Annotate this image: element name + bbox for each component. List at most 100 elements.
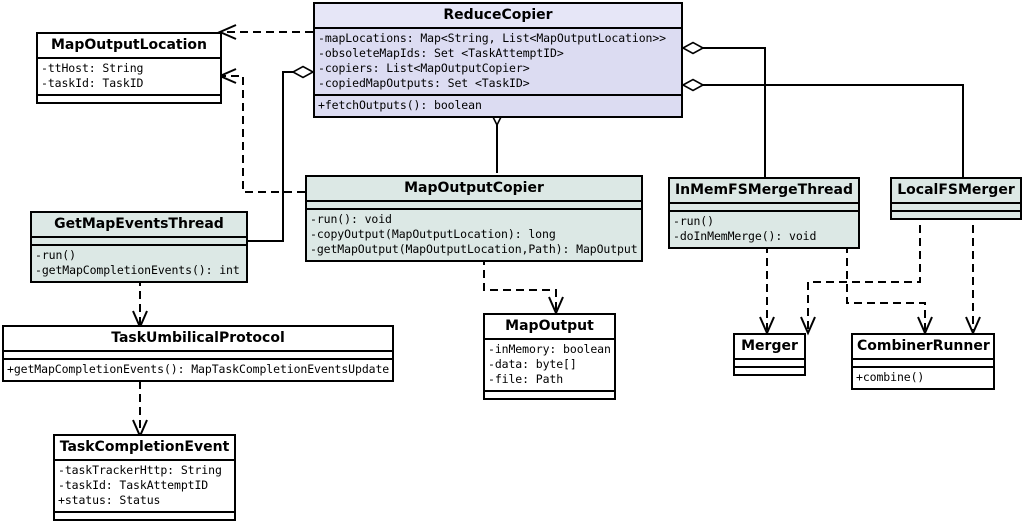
divider (32, 236, 246, 238)
arrowhead-combinerrunner-right (965, 316, 981, 336)
attribute-row: -taskId: TaskAttemptID (58, 478, 209, 492)
class-title-combinerrunner: CombinerRunner (853, 335, 993, 358)
method-row: -doInMemMerge(): void (673, 229, 817, 243)
attribute-row: +status: Status (58, 493, 161, 507)
class-methods-combinerrunner: +combine() (853, 368, 993, 388)
class-box-combinerrunner[interactable]: CombinerRunner +combine() (851, 333, 995, 390)
divider (38, 94, 220, 96)
divider (670, 210, 858, 212)
method-row: -run() (673, 214, 714, 228)
class-attributes-getmapeventsthread (32, 238, 246, 244)
attribute-row: -taskTrackerHttp: String (58, 463, 222, 477)
class-box-mapoutputlocation[interactable]: MapOutputLocation -ttHost: String -taskI… (36, 32, 222, 104)
divider (485, 390, 614, 392)
divider (670, 202, 858, 204)
attribute-row: -taskId: TaskID (41, 76, 144, 90)
method-row: +fetchOutputs(): boolean (318, 98, 482, 112)
class-attributes-mapoutputcopier (307, 202, 641, 208)
class-box-mapoutput[interactable]: MapOutput -inMemory: boolean -data: byte… (483, 313, 616, 400)
class-title-mapoutputcopier: MapOutputCopier (307, 177, 641, 200)
class-attributes-taskumbilicalprotocol (4, 352, 392, 358)
dependency-mapoutputcopier-mapoutputlocation (222, 75, 305, 193)
aggregation-reducecopier-localfsmerger (683, 84, 964, 177)
divider (4, 350, 392, 352)
arrowhead-merger-right (800, 316, 816, 336)
class-box-taskumbilicalprotocol[interactable]: TaskUmbilicalProtocol +getMapCompletionE… (2, 325, 394, 382)
class-methods-inmemfsmergethread: -run() -doInMemMerge(): void (670, 212, 858, 247)
arrowhead-mapoutputlocation-bottom (217, 68, 237, 84)
class-methods-taskcompletionevent (55, 513, 234, 519)
class-attributes-reducecopier: -mapLocations: Map<String, List<MapOutpu… (315, 29, 681, 94)
class-title-getmapeventsthread: GetMapEventsThread (32, 213, 246, 236)
class-title-taskcompletionevent: TaskCompletionEvent (55, 436, 234, 459)
class-box-localfsmerger[interactable]: LocalFSMerger (890, 177, 1022, 220)
class-methods-mapoutputcopier: -run(): void -copyOutput(MapOutputLocati… (307, 210, 641, 260)
attribute-row: -copiers: List<MapOutputCopier> (318, 61, 530, 75)
class-attributes-mapoutputlocation: -ttHost: String -taskId: TaskID (38, 59, 220, 94)
class-methods-taskumbilicalprotocol: +getMapCompletionEvents(): MapTaskComple… (4, 360, 392, 380)
class-methods-mapoutput (485, 392, 614, 398)
class-methods-merger (735, 368, 804, 374)
class-title-localfsmerger: LocalFSMerger (892, 179, 1020, 202)
divider (55, 511, 234, 513)
divider (315, 27, 681, 29)
divider (853, 358, 993, 360)
class-attributes-combinerrunner (853, 360, 993, 366)
divider (735, 358, 804, 360)
divider (892, 202, 1020, 204)
attribute-row: -mapLocations: Map<String, List<MapOutpu… (318, 31, 667, 45)
arrowhead-combinerrunner-left (917, 316, 933, 336)
class-box-taskcompletionevent[interactable]: TaskCompletionEvent -taskTrackerHttp: St… (53, 434, 236, 521)
class-box-reducecopier[interactable]: ReduceCopier -mapLocations: Map<String, … (313, 2, 683, 118)
attribute-row: -obsoleteMapIds: Set <TaskAttemptID> (318, 46, 564, 60)
class-attributes-taskcompletionevent: -taskTrackerHttp: String -taskId: TaskAt… (55, 461, 234, 511)
class-methods-getmapeventsthread: -run() -getMapCompletionEvents(): int (32, 246, 246, 281)
class-box-merger[interactable]: Merger (733, 333, 806, 376)
class-attributes-inmemfsmergethread (670, 204, 858, 210)
divider (315, 94, 681, 96)
class-attributes-mapoutput: -inMemory: boolean -data: byte[] -file: … (485, 340, 614, 390)
class-box-mapoutputcopier[interactable]: MapOutputCopier -run(): void -copyOutput… (305, 175, 643, 262)
attribute-row: -file: Path (488, 372, 564, 386)
divider (853, 366, 993, 368)
method-row: +combine() (856, 370, 925, 384)
method-row: -getMapCompletionEvents(): int (35, 263, 240, 277)
method-row: -run() (35, 248, 76, 262)
class-title-mapoutput: MapOutput (485, 315, 614, 338)
class-title-mapoutputlocation: MapOutputLocation (38, 34, 220, 57)
class-box-getmapeventsthread[interactable]: GetMapEventsThread -run() -getMapComplet… (30, 211, 248, 283)
attribute-row: -copiedMapOutputs: Set <TaskID> (318, 76, 530, 90)
divider (892, 210, 1020, 212)
divider (38, 57, 220, 59)
divider (735, 366, 804, 368)
class-methods-reducecopier: +fetchOutputs(): boolean (315, 96, 681, 116)
arrowhead-mapoutput (548, 296, 564, 316)
aggregation-diamond-inmemfsmergethread (681, 41, 705, 55)
arrowhead-merger-left (759, 316, 775, 336)
class-attributes-localfsmerger (892, 204, 1020, 210)
divider (4, 358, 392, 360)
aggregation-reducecopier-getmapeventsthread (248, 71, 313, 242)
class-title-reducecopier: ReduceCopier (315, 4, 681, 27)
class-methods-localfsmerger (892, 212, 1020, 218)
dependency-inmemfsmergethread-combinerrunner (846, 245, 926, 330)
class-title-taskumbilicalprotocol: TaskUmbilicalProtocol (4, 327, 392, 350)
class-title-inmemfsmergethread: InMemFSMergeThread (670, 179, 858, 202)
method-row: -getMapOutput(MapOutputLocation,Path): M… (310, 242, 638, 256)
divider (32, 244, 246, 246)
arrowhead-mapoutputlocation-top (217, 24, 237, 40)
class-title-merger: Merger (735, 335, 804, 358)
aggregation-diamond-getmapeventsthread (291, 65, 315, 79)
attribute-row: -ttHost: String (41, 61, 144, 75)
dependency-mapoutputcopier-mapoutput (483, 257, 557, 310)
divider (307, 200, 641, 202)
class-methods-mapoutputlocation (38, 96, 220, 102)
class-box-inmemfsmergethread[interactable]: InMemFSMergeThread -run() -doInMemMerge(… (668, 177, 860, 249)
method-row: -run(): void (310, 212, 392, 226)
method-row: -copyOutput(MapOutputLocation): long (310, 227, 556, 241)
divider (485, 338, 614, 340)
attribute-row: -inMemory: boolean (488, 342, 611, 356)
attribute-row: -data: byte[] (488, 357, 577, 371)
method-row: +getMapCompletionEvents(): MapTaskComple… (7, 362, 390, 376)
